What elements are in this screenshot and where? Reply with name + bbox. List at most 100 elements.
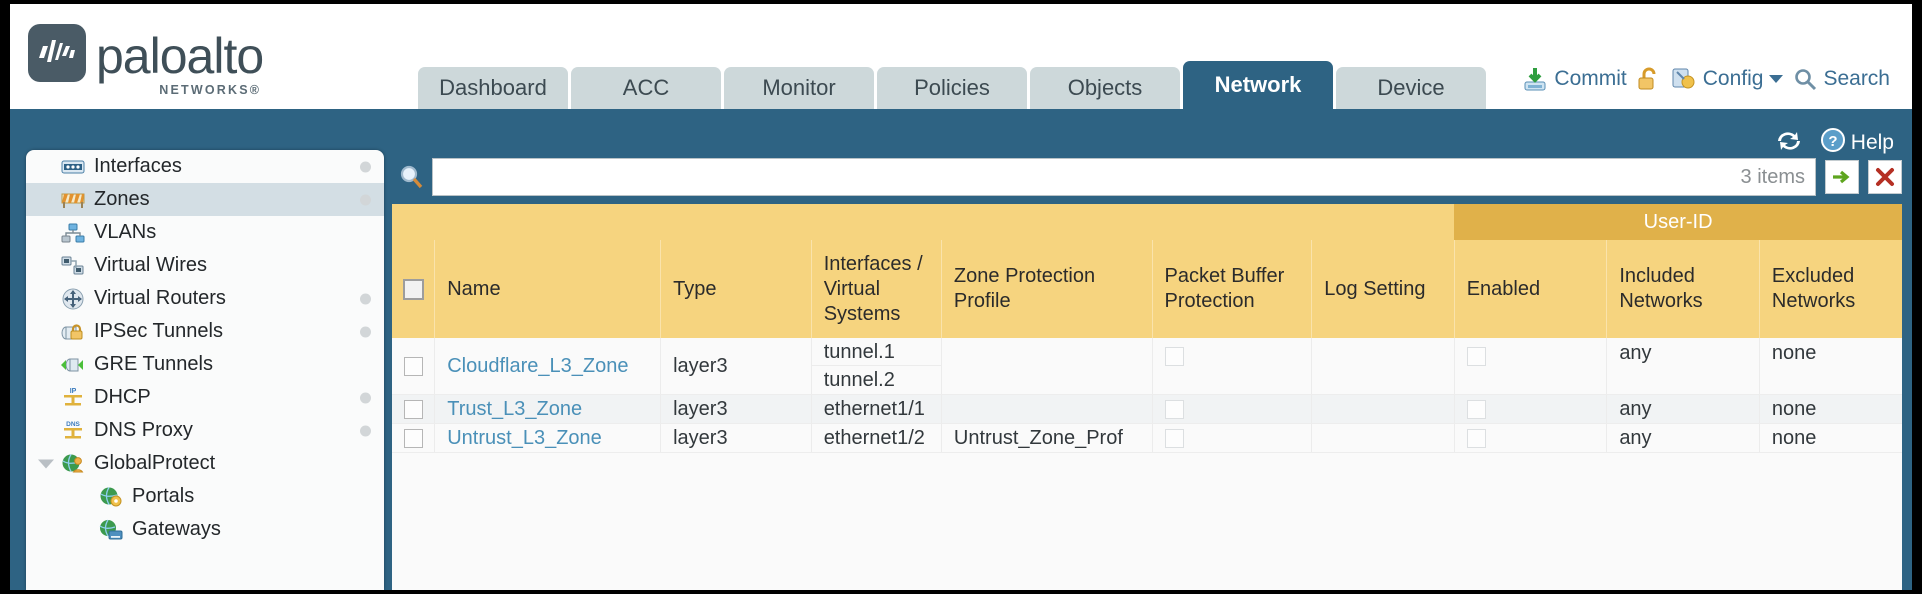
clear-filter-button[interactable] xyxy=(1868,160,1902,194)
sidebar-item-label: DNS Proxy xyxy=(94,419,193,441)
cell-packet-buffer-protection[interactable] xyxy=(1151,394,1312,424)
gateways-icon xyxy=(98,519,124,541)
sidebar-item-virtual-wires[interactable]: Virtual Wires xyxy=(26,249,384,282)
sidebar-item-gre-tunnels[interactable]: GRE Tunnels xyxy=(26,348,384,381)
cell-name[interactable]: Untrust_L3_Zone xyxy=(434,423,661,453)
magnifier-icon[interactable] xyxy=(392,164,432,190)
group-header-user-id: User-ID xyxy=(1454,204,1902,240)
config-lock-button[interactable] xyxy=(1637,66,1661,92)
sidebar-item-globalprotect[interactable]: GlobalProtect xyxy=(26,447,384,480)
sub-header-bar: ? Help xyxy=(10,109,1912,177)
zone-link[interactable]: Cloudflare_L3_Zone xyxy=(447,354,629,377)
cell-name[interactable]: Cloudflare_L3_Zone xyxy=(434,338,661,395)
col-header-excluded-networks[interactable]: Excluded Networks xyxy=(1758,240,1902,338)
zone-link[interactable]: Untrust_L3_Zone xyxy=(447,426,602,449)
search-button[interactable]: Search xyxy=(1793,67,1890,91)
tree-expand-caret-icon[interactable] xyxy=(38,459,54,468)
row-select-cell[interactable] xyxy=(392,338,435,395)
cell-userid-enabled[interactable] xyxy=(1453,423,1607,453)
top-bar: paloalto NETWORKS® Dashboard ACC Monitor… xyxy=(10,4,1912,109)
cell-interfaces: ethernet1/1 xyxy=(810,394,942,424)
col-header-type[interactable]: Type xyxy=(660,240,812,338)
config-wrench-key-icon xyxy=(1671,66,1697,92)
sidebar-item-label: GlobalProtect xyxy=(94,452,216,474)
userid-enabled-checkbox[interactable] xyxy=(1466,428,1486,448)
sidebar-item-label: Interfaces xyxy=(94,155,182,177)
row-checkbox[interactable] xyxy=(403,399,423,419)
packet-buffer-protection-checkbox[interactable] xyxy=(1164,399,1184,419)
sidebar-item-zones[interactable]: Zones xyxy=(26,183,384,216)
unsaved-change-dot xyxy=(360,293,371,304)
sidebar-item-interfaces[interactable]: Interfaces xyxy=(26,150,384,183)
apply-filter-button[interactable] xyxy=(1825,160,1859,194)
commit-button[interactable]: Commit xyxy=(1522,66,1627,92)
cell-packet-buffer-protection[interactable] xyxy=(1151,423,1312,453)
zone-link[interactable]: Trust_L3_Zone xyxy=(447,397,583,420)
userid-enabled-checkbox[interactable] xyxy=(1466,399,1486,419)
select-all-checkbox[interactable] xyxy=(402,278,424,300)
tab-acc[interactable]: ACC xyxy=(571,67,721,109)
sidebar-item-gateways[interactable]: Gateways xyxy=(26,513,384,546)
filter-input[interactable] xyxy=(443,160,1731,194)
packet-buffer-protection-checkbox[interactable] xyxy=(1164,347,1184,367)
tab-objects[interactable]: Objects xyxy=(1030,67,1180,109)
row-select-cell[interactable] xyxy=(392,394,435,424)
cell-type: layer3 xyxy=(660,394,812,424)
unsaved-change-dot xyxy=(360,194,371,205)
cell-userid-enabled[interactable] xyxy=(1453,338,1607,395)
tab-policies[interactable]: Policies xyxy=(877,67,1027,109)
zones-table-body: Cloudflare_L3_Zone layer3 tunnel.1 tunne… xyxy=(392,338,1902,453)
row-checkbox[interactable] xyxy=(403,356,423,376)
sidebar-item-virtual-routers[interactable]: Virtual Routers xyxy=(26,282,384,315)
unsaved-change-dot xyxy=(360,392,371,403)
col-header-enabled[interactable]: Enabled xyxy=(1453,240,1607,338)
table-row[interactable]: Cloudflare_L3_Zone layer3 tunnel.1 tunne… xyxy=(392,338,1902,395)
config-label: Config xyxy=(1702,67,1764,90)
col-header-zone-protection-profile[interactable]: Zone Protection Profile xyxy=(940,240,1153,338)
tab-monitor[interactable]: Monitor xyxy=(724,67,874,109)
cell-zone-protection-profile xyxy=(940,394,1153,424)
sidebar-item-ipsec-tunnels[interactable]: IPSec Tunnels xyxy=(26,315,384,348)
tab-device[interactable]: Device xyxy=(1336,67,1486,109)
sidebar-item-portals[interactable]: Portals xyxy=(26,480,384,513)
pan-os-web-interface: paloalto NETWORKS® Dashboard ACC Monitor… xyxy=(10,4,1912,590)
sidebar-item-dhcp[interactable]: IP DHCP xyxy=(26,381,384,414)
config-menu-button[interactable]: Config xyxy=(1671,66,1784,92)
col-header-packet-buffer-protection[interactable]: Packet Buffer Protection xyxy=(1151,240,1312,338)
refresh-icon[interactable] xyxy=(1774,128,1804,159)
help-button[interactable]: ? Help xyxy=(1820,127,1894,159)
cell-excluded-networks: none xyxy=(1758,338,1902,395)
row-select-cell[interactable] xyxy=(392,423,435,453)
network-sidebar: Interfaces Zones VLANs Virtual Wires xyxy=(26,150,384,590)
help-question-icon: ? xyxy=(1820,127,1846,159)
cell-excluded-networks: none xyxy=(1758,394,1902,424)
select-all-header[interactable] xyxy=(392,240,435,338)
cell-packet-buffer-protection[interactable] xyxy=(1151,338,1312,395)
zones-main-panel: 3 items User-ID xyxy=(392,150,1902,590)
main-nav-tabs: Dashboard ACC Monitor Policies Objects N… xyxy=(418,61,1489,109)
cell-type: layer3 xyxy=(660,423,812,453)
col-header-included-networks[interactable]: Included Networks xyxy=(1606,240,1760,338)
col-header-interfaces[interactable]: Interfaces / Virtual Systems xyxy=(810,240,942,338)
tab-network[interactable]: Network xyxy=(1183,61,1333,109)
cell-zone-protection-profile: Untrust_Zone_Prof xyxy=(940,423,1153,453)
table-row[interactable]: Untrust_L3_Zone layer3 ethernet1/2 Untru… xyxy=(392,423,1902,453)
sidebar-item-vlans[interactable]: VLANs xyxy=(26,216,384,249)
cell-userid-enabled[interactable] xyxy=(1453,394,1607,424)
gre-tunnels-icon xyxy=(60,354,86,376)
table-row[interactable]: Trust_L3_Zone layer3 ethernet1/1 xyxy=(392,394,1902,424)
col-header-log-setting[interactable]: Log Setting xyxy=(1311,240,1455,338)
cell-name[interactable]: Trust_L3_Zone xyxy=(434,394,661,424)
sidebar-item-label: Zones xyxy=(94,188,150,210)
col-header-name[interactable]: Name xyxy=(434,240,661,338)
sidebar-item-dns-proxy[interactable]: DNS DNS Proxy xyxy=(26,414,384,447)
packet-buffer-protection-checkbox[interactable] xyxy=(1164,428,1184,448)
tab-dashboard[interactable]: Dashboard xyxy=(418,67,568,109)
cell-included-networks: any xyxy=(1606,338,1760,395)
userid-enabled-checkbox[interactable] xyxy=(1466,347,1486,367)
cell-excluded-networks: none xyxy=(1758,423,1902,453)
filter-input-wrapper[interactable]: 3 items xyxy=(432,158,1816,196)
virtual-wires-icon xyxy=(60,255,86,277)
row-checkbox[interactable] xyxy=(403,428,423,448)
cell-included-networks: any xyxy=(1606,423,1760,453)
